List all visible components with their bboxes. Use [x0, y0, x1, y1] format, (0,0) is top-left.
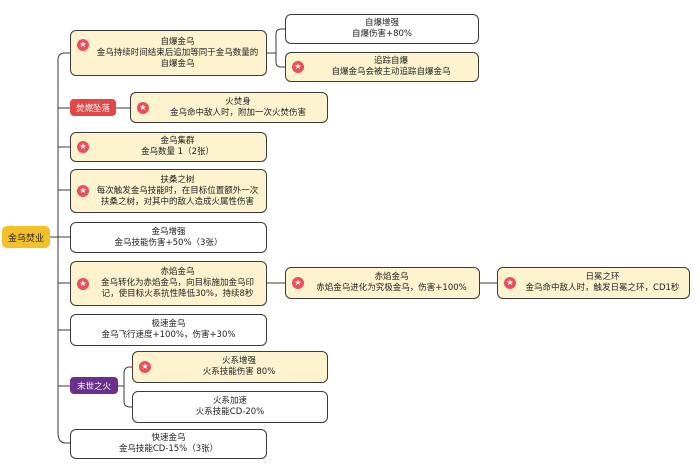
star-icon: ★ [292, 277, 304, 289]
node-fast-crow[interactable]: 快速金乌 金乌技能CD-15%（3张） [70, 429, 267, 459]
node-title: 追踪自爆 [373, 56, 408, 66]
node-desc: 金乌技能CD-15%（3张） [118, 444, 219, 454]
node-desc: 自爆金乌会被主动追踪自爆金乌 [331, 67, 451, 77]
node-title: 赤焰金乌 [374, 272, 409, 282]
node-desc: 自爆伤害+80% [351, 29, 412, 39]
node-desc: 每次触发金乌技能时，在目标位置额外一次扶桑之树，对其中的敌人造成火属性伤害 [96, 185, 259, 207]
node-desc: 金乌转化为赤焰金乌，向目标施加金乌印记，使目标火系抗性降低30%，持续8秒 [100, 278, 254, 299]
node-title: 赤焰金乌 [160, 267, 195, 277]
star-icon: ★ [504, 277, 516, 289]
node-title: 快速金乌 [151, 433, 186, 443]
node-self-destruct-boost[interactable]: 自爆增强 自爆伤害+80% [285, 14, 479, 44]
node-desc: 金乌数量 1（2张） [140, 147, 215, 157]
node-gold-crow-boost[interactable]: 金乌增强 金乌技能伤害+50%（3张） [70, 222, 267, 253]
node-fire-haste[interactable]: 火系加速 火系技能CD-20% [132, 391, 328, 423]
node-fire-boost[interactable]: ★ 火系增强 火系技能伤害 80% [132, 351, 328, 383]
node-title: 日冕之环 [585, 272, 620, 282]
node-desc: 金乌技能伤害+50%（3张） [114, 237, 223, 248]
node-desc: 金乌命中敌人时，附加一次火焚伤害 [169, 107, 306, 118]
node-desc: 金乌命中敌人时，触发日冕之环，CD1秒 [525, 283, 680, 293]
root-node[interactable]: 金乌焚业 [2, 226, 50, 248]
node-fusang-tree[interactable]: ★ 扶桑之树 每次触发金乌技能时，在目标位置额外一次扶桑之树，对其中的敌人造成火… [70, 169, 267, 213]
node-desc: 金乌持续时间结束后追加等同于金乌数量的自爆金乌 [96, 47, 259, 69]
star-icon: ★ [137, 101, 149, 114]
node-desc: 火系技能伤害 80% [202, 367, 276, 377]
node-desc: 火系技能CD-20% [195, 407, 265, 417]
node-title: 扶桑之树 [160, 174, 195, 185]
star-icon: ★ [139, 361, 151, 373]
node-title: 火系加速 [212, 396, 247, 406]
tag-doomsday-fire[interactable]: 末世之火 [70, 377, 118, 394]
star-icon: ★ [77, 39, 89, 51]
node-desc: 赤焰金乌进化为究极金乌，伤害+100% [316, 283, 467, 293]
node-title: 火焚身 [225, 96, 251, 107]
node-title: 金乌增强 [151, 226, 186, 237]
node-title: 极速金乌 [151, 319, 186, 329]
star-icon: ★ [77, 185, 89, 197]
node-red-flame-evolve[interactable]: ★ 赤焰金乌 赤焰金乌进化为究极金乌，伤害+100% [285, 267, 480, 299]
node-tracking-self-destruct[interactable]: ★ 追踪自爆 自爆金乌会被主动追踪自爆金乌 [285, 52, 479, 82]
star-icon: ★ [77, 277, 89, 290]
star-icon: ★ [292, 61, 304, 73]
node-self-destruct-crow[interactable]: ★ 自爆金乌 金乌持续时间结束后追加等同于金乌数量的自爆金乌 [70, 30, 267, 76]
node-title: 自爆金乌 [160, 36, 195, 47]
node-title: 火系增强 [221, 356, 256, 366]
node-swift-crow[interactable]: 极速金乌 金乌飞行速度+100%，伤害+30% [70, 314, 267, 346]
node-title: 金乌集群 [160, 136, 195, 146]
tag-burning-fall[interactable]: 焚燃坠落 [70, 99, 116, 116]
node-corona-ring[interactable]: ★ 日冕之环 金乌命中敌人时，触发日冕之环，CD1秒 [497, 267, 690, 299]
node-fire-burn[interactable]: ★ 火焚身 金乌命中敌人时，附加一次火焚伤害 [130, 92, 328, 123]
node-red-flame-crow[interactable]: ★ 赤焰金乌 金乌转化为赤焰金乌，向目标施加金乌印记，使目标火系抗性降低30%，… [70, 261, 267, 306]
node-title: 自爆增强 [364, 18, 399, 28]
node-gold-crow-cluster[interactable]: ★ 金乌集群 金乌数量 1（2张） [70, 132, 267, 162]
star-icon: ★ [77, 141, 89, 153]
node-desc: 金乌飞行速度+100%，伤害+30% [101, 330, 236, 340]
